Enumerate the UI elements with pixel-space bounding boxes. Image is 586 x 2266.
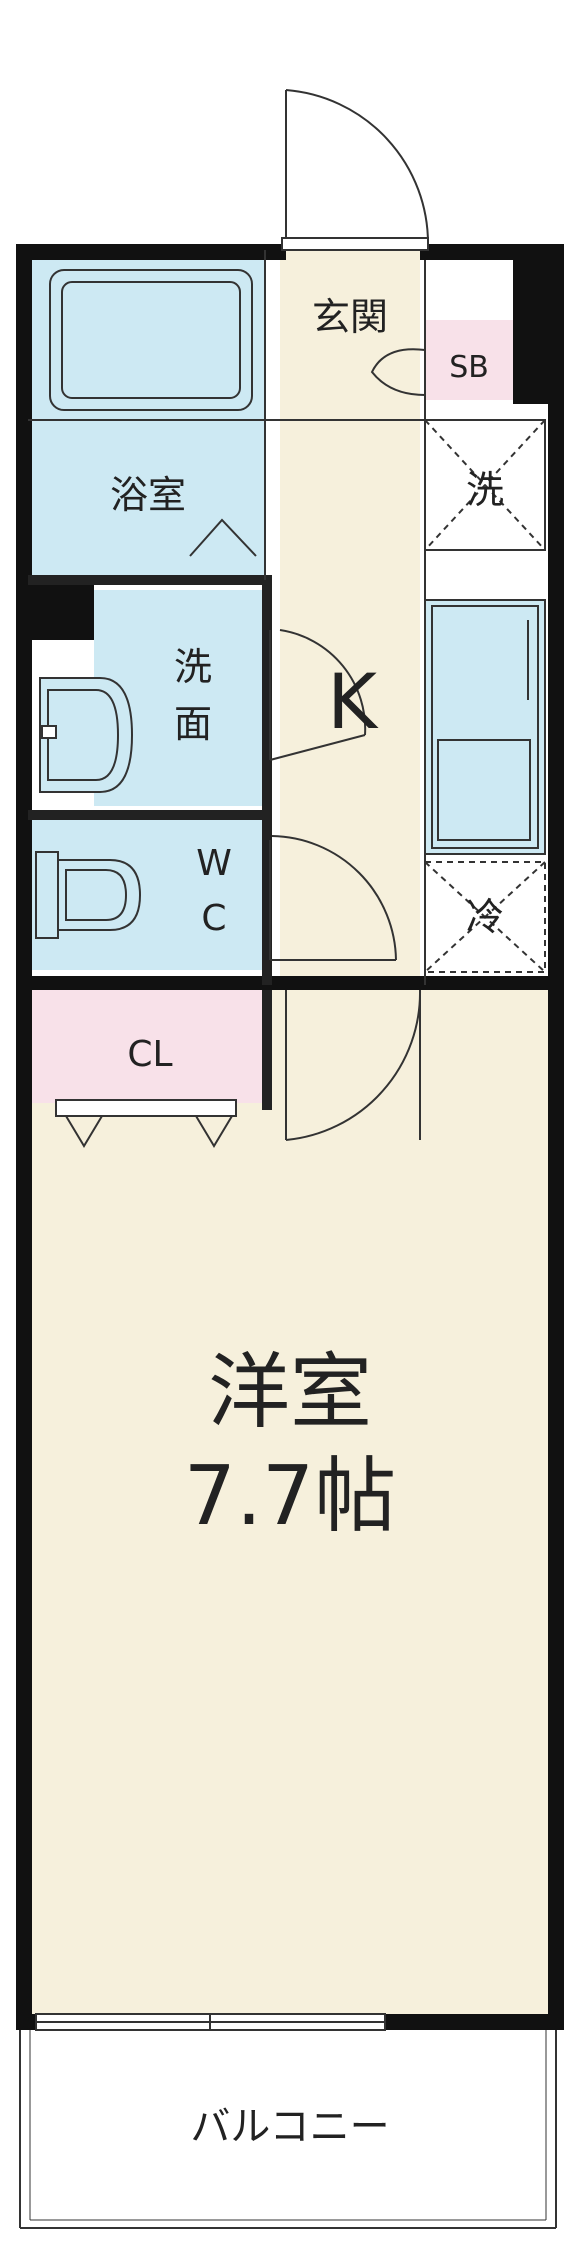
washroom-label-2: 面 (174, 702, 212, 746)
shoe-box-label: SB (449, 350, 489, 385)
sink-icon (39, 677, 134, 793)
room-size-label: 7.7帖 (184, 1449, 396, 1544)
bathroom-label: 浴室 (110, 473, 186, 517)
wc-label-2: C (201, 898, 226, 939)
closet-label: CL (127, 1034, 172, 1075)
kitchen-label: K (327, 657, 379, 746)
balcony-area (19, 2030, 557, 2229)
western-room-floor (28, 990, 548, 2020)
entrance-hall-floor (280, 250, 420, 990)
western-room-label: 洋室 (208, 1345, 372, 1440)
bathtub-icon (49, 269, 253, 411)
wc-door[interactable] (269, 835, 397, 961)
closet-floor (28, 990, 265, 1103)
balcony-label: バルコニー (190, 2104, 389, 2150)
kitchen-counter-icon (424, 599, 546, 855)
front-door[interactable] (281, 89, 430, 251)
washer-label: 洗 (466, 468, 504, 512)
walls (16, 244, 564, 2030)
room-labels: 玄関 SB 洗 浴室 洗 面 K W C 冷 CL 洋室 7.7帖 バルコニー (110, 295, 504, 2150)
toilet-icon (35, 851, 142, 939)
wc-label-1: W (196, 843, 232, 884)
washroom-label-1: 洗 (174, 645, 212, 689)
room-fills (28, 250, 548, 2020)
entrance-label: 玄関 (312, 295, 388, 339)
fridge-label: 冷 (466, 895, 504, 939)
shoe-box-floor (425, 320, 513, 400)
washroom-door[interactable] (269, 629, 367, 761)
room-door[interactable] (285, 989, 422, 1141)
